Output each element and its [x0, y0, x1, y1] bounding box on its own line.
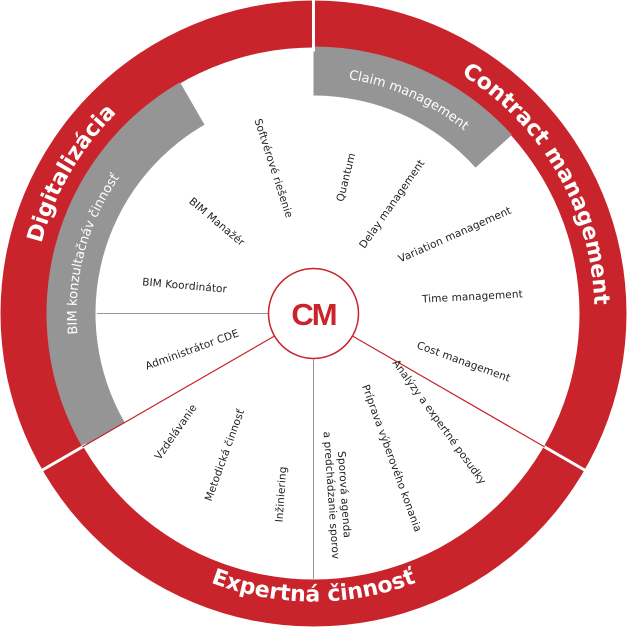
divider-line — [352, 335, 546, 448]
cm-logo: CM — [291, 297, 335, 332]
bim-ring-segment — [46, 82, 205, 448]
logo-circle — [267, 267, 360, 360]
divider-line — [81, 335, 275, 448]
sector-separator — [39, 443, 88, 473]
sector-separator — [539, 443, 588, 473]
claim-ring-segment — [313, 46, 512, 168]
